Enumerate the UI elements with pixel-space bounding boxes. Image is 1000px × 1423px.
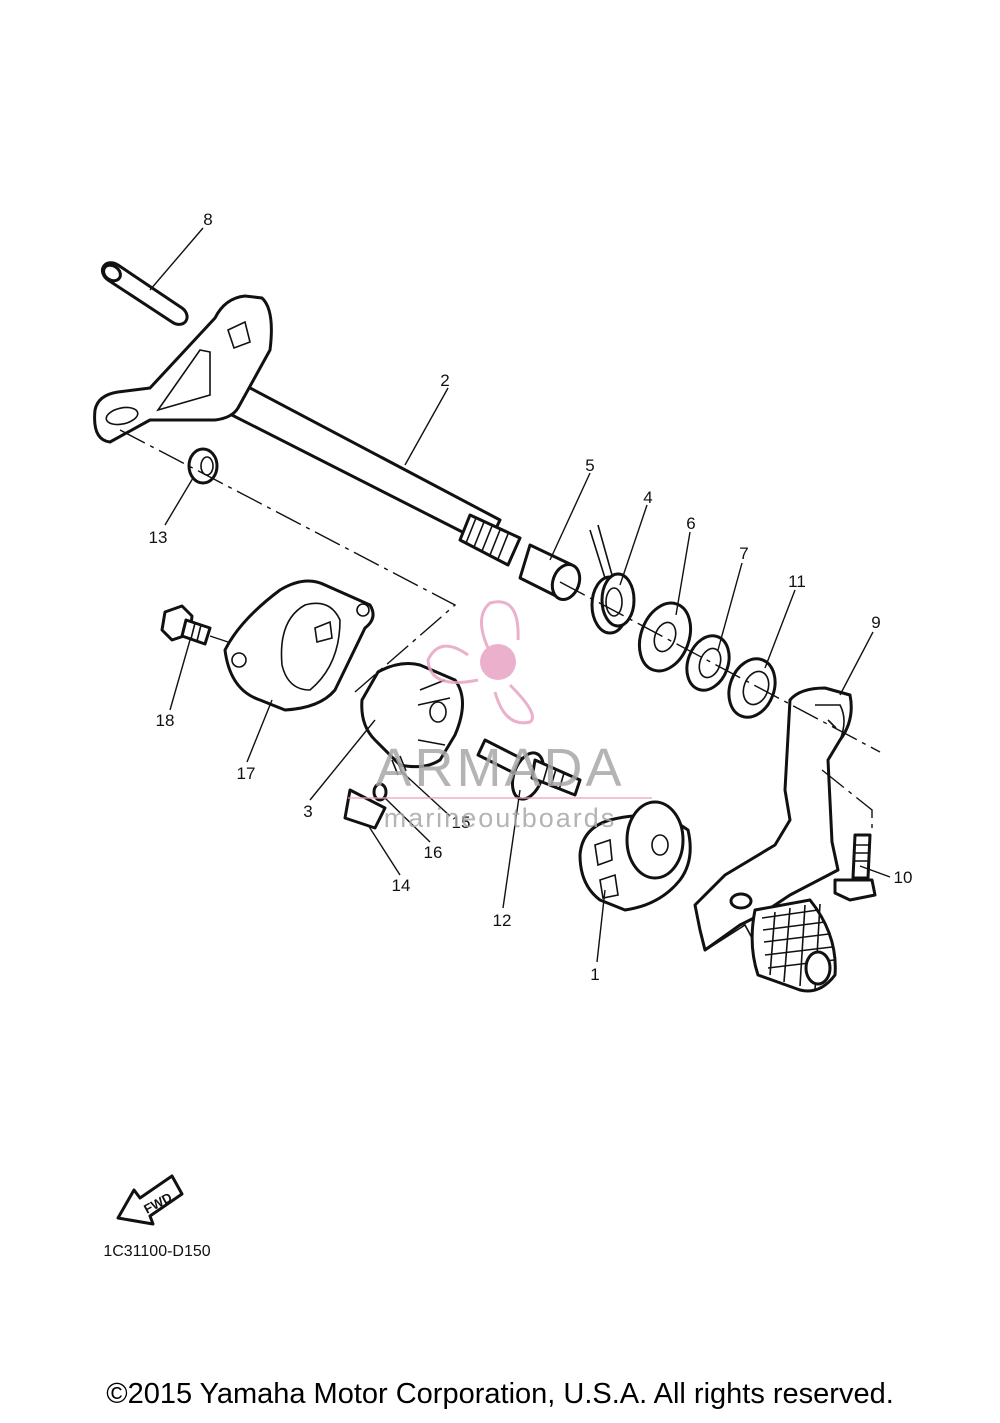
watermark-name: ARMADA: [375, 738, 624, 798]
part-16-pin: [372, 782, 388, 802]
part-label-16: 16: [424, 843, 443, 862]
part-8-pin: [100, 261, 189, 326]
watermark-tagline: marineoutboards: [384, 803, 617, 833]
part-label-18: 18: [156, 711, 175, 730]
part-11-bearing: [727, 657, 777, 719]
part-4-spring: [589, 524, 636, 635]
part-2-shift-shaft: [93, 294, 522, 567]
part-12-bolt: [476, 738, 582, 801]
part-label-10: 10: [894, 868, 913, 887]
fwd-arrow-icon: FWD: [116, 1174, 184, 1226]
part-label-15: 15: [452, 813, 471, 832]
part-label-6: 6: [686, 514, 695, 533]
part-label-1: 1: [590, 965, 599, 984]
part-label-13: 13: [149, 528, 168, 547]
part-15-spring: [391, 755, 407, 776]
part-14-stopper: [343, 788, 387, 830]
part-label-12: 12: [493, 911, 512, 930]
part-3-segment: [360, 662, 464, 769]
part-label-17: 17: [237, 764, 256, 783]
part-label-5: 5: [585, 456, 594, 475]
part-label-11: 11: [788, 572, 806, 591]
part-label-3: 3: [303, 802, 312, 821]
part-label-9: 9: [871, 613, 880, 632]
part-6-washer: [637, 601, 693, 673]
copyright-notice: ©2015 Yamaha Motor Corporation, U.S.A. A…: [106, 1378, 894, 1410]
part-10-bolt: [833, 833, 877, 902]
part-label-8: 8: [203, 210, 212, 229]
part-label-4: 4: [643, 488, 652, 507]
part-label-7: 7: [739, 544, 748, 563]
part-label-2: 2: [440, 371, 449, 390]
diagram-code: 1C31100-D150: [103, 1243, 210, 1260]
watermark: ARMADA marineoutboards: [348, 600, 652, 833]
part-17-plate: [223, 579, 375, 712]
part-9-shift-pedal: [693, 686, 853, 993]
propeller-logo-icon: [426, 600, 534, 725]
part-1-shift-cam: [578, 800, 692, 912]
assembly-lines: [119, 429, 881, 832]
leader-lines: [149, 227, 891, 963]
part-5-bushing: [518, 543, 582, 601]
part-18-bolt: [160, 604, 212, 646]
part-label-14: 14: [392, 876, 411, 895]
part-number-labels: 1 2 3 4 5 6 7 8 9 10 11 12 13 14 15 16 1…: [149, 210, 913, 984]
